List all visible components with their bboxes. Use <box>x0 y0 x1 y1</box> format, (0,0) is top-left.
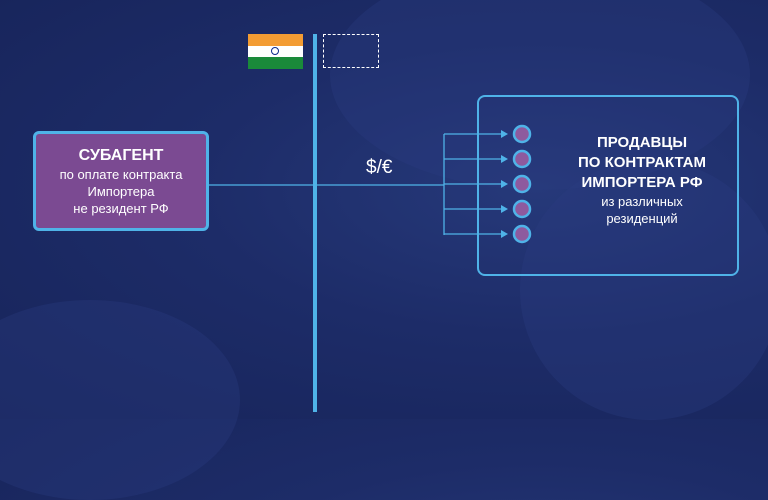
sellers-title-line: ИМПОРТЕРА РФ <box>581 174 703 191</box>
sellers-text: ПРОДАВЦЫ ПО КОНТРАКТАМ ИМПОРТЕРА РФ из р… <box>552 133 732 227</box>
seller-node <box>512 149 532 169</box>
subagent-line: Импортера <box>87 183 155 199</box>
india-flag-icon <box>248 34 303 70</box>
seller-node <box>512 224 532 244</box>
seller-node <box>512 174 532 194</box>
flag-stripe-saffron <box>248 34 303 46</box>
seller-node <box>512 124 532 144</box>
branch-arrowhead <box>501 180 508 188</box>
sellers-box <box>477 95 739 276</box>
branch-arrowhead <box>501 130 508 138</box>
sellers-title-line: ПО КОНТРАКТАМ <box>577 154 707 171</box>
map-shape <box>520 160 768 420</box>
branch-arrowhead <box>501 155 508 163</box>
subagent-box: СУБАГЕНТ по оплате контракта Импортера н… <box>33 131 209 231</box>
subagent-line: по оплате контракта <box>59 166 183 182</box>
sellers-line: из различных <box>601 194 683 209</box>
subagent-title: СУБАГЕНТ <box>78 146 164 164</box>
flag-placeholder-frame <box>323 34 379 68</box>
sellers-title-line: ПРОДАВЦЫ <box>596 134 688 151</box>
sellers-line: резиденций <box>606 211 678 226</box>
currency-label: $/€ <box>366 157 393 178</box>
ashoka-chakra-icon <box>271 47 279 55</box>
branch-arrowhead <box>501 205 508 213</box>
flag-stripe-green <box>248 57 303 70</box>
branch-arrowhead <box>501 230 508 238</box>
diagram-connections <box>209 34 532 412</box>
seller-node <box>512 199 532 219</box>
branch-group <box>444 124 532 244</box>
subagent-line: не резидент РФ <box>73 200 169 216</box>
